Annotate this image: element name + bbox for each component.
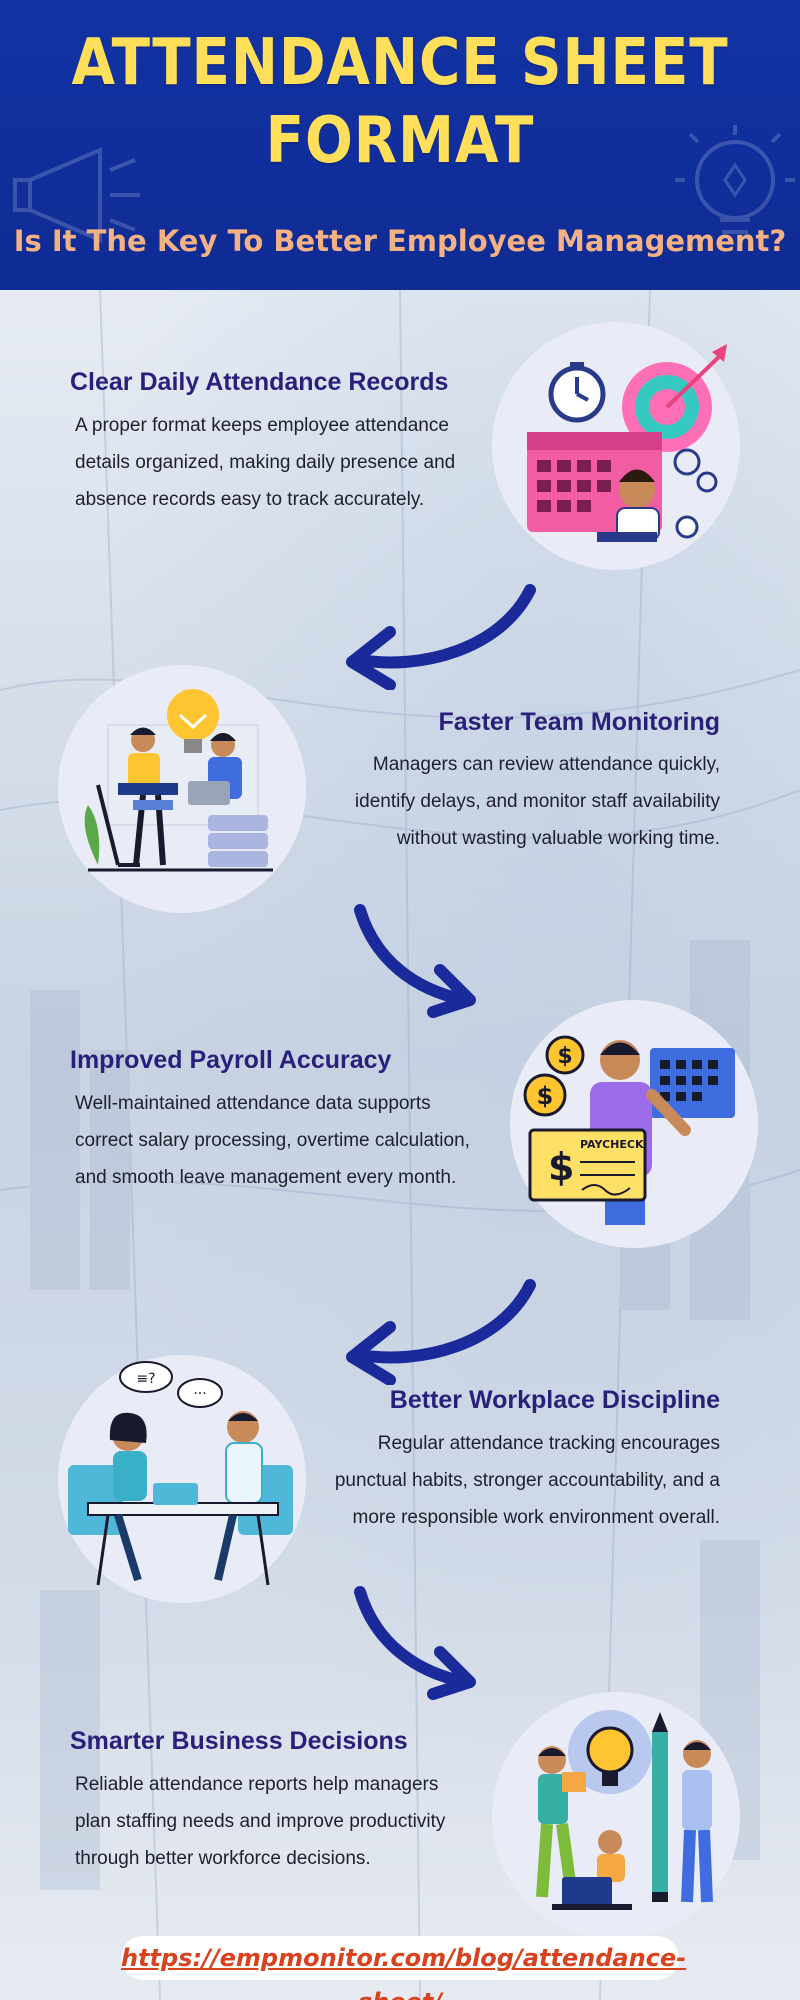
page-subtitle: Is It The Key To Better Employee Managem… bbox=[13, 224, 787, 258]
team-laptops-lightbulb-icon bbox=[84, 689, 273, 872]
section-1-title: Clear Daily Attendance Records bbox=[70, 368, 449, 396]
svg-text:···: ··· bbox=[193, 1386, 206, 1402]
svg-text:$: $ bbox=[548, 1145, 574, 1189]
page-title: ATTENDANCE SHEET FORMAT bbox=[48, 24, 752, 180]
section-5-illustration bbox=[492, 1692, 740, 1940]
section-4-title: Better Workplace Discipline bbox=[389, 1386, 720, 1414]
section-2-text: Managers can review attendance quickly, … bbox=[354, 754, 720, 849]
section-2-illustration bbox=[58, 665, 306, 913]
arrow-down-right-1 bbox=[354, 904, 476, 1018]
arrow-down-left-2 bbox=[346, 1279, 536, 1385]
calendar-target-clock-icon bbox=[527, 344, 727, 542]
section-1-illustration bbox=[492, 322, 740, 570]
team-lightbulb-pencil-icon bbox=[536, 1710, 713, 1910]
section-5-text: Reliable attendance reports help manager… bbox=[75, 1774, 446, 1869]
header-banner: ATTENDANCE SHEET FORMAT Is It The Key To… bbox=[0, 0, 800, 290]
meeting-speech-bubbles-icon: ≡? ··· bbox=[68, 1361, 293, 1586]
title-line-1: ATTENDANCE SHEET bbox=[71, 26, 729, 100]
paycheck-label: PAYCHECK bbox=[580, 1138, 644, 1151]
section-4-illustration: ≡? ··· bbox=[58, 1355, 306, 1603]
section-4-text: Regular attendance tracking encourages p… bbox=[334, 1433, 720, 1528]
section-3-text: Well-maintained attendance data supports… bbox=[75, 1093, 470, 1188]
section-3-illustration: $ $ $ PAYCHECK bbox=[510, 1000, 758, 1248]
arrow-down-left-1 bbox=[346, 584, 536, 690]
section-5-title: Smarter Business Decisions bbox=[70, 1727, 408, 1755]
section-1-text: A proper format keeps employee attendanc… bbox=[75, 415, 456, 510]
svg-text:≡?: ≡? bbox=[136, 1371, 155, 1387]
title-line-2: FORMAT bbox=[265, 104, 535, 178]
source-url-link[interactable]: https://empmonitor.com/blog/attendance-s… bbox=[121, 1936, 686, 2000]
svg-text:$: $ bbox=[537, 1082, 554, 1110]
section-2-title: Faster Team Monitoring bbox=[438, 708, 720, 736]
section-3-title: Improved Payroll Accuracy bbox=[70, 1046, 392, 1074]
paycheck-calendar-icon: $ $ $ PAYCHECK bbox=[523, 1035, 735, 1225]
lightbulb-doodle-icon bbox=[675, 125, 795, 234]
arrow-down-right-2 bbox=[354, 1586, 476, 1700]
svg-text:$: $ bbox=[557, 1044, 572, 1069]
megaphone-doodle-icon bbox=[13, 146, 140, 244]
